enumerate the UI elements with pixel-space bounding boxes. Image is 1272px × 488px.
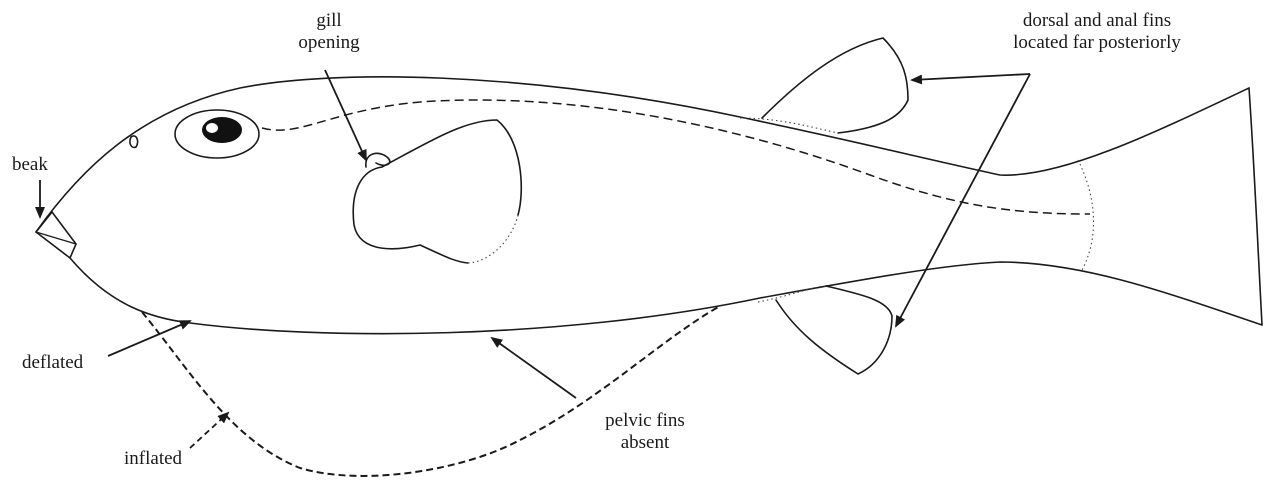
- label-dorsal-anal-fins: dorsal and anal fins located far posteri…: [962, 10, 1232, 54]
- label-inflated: inflated: [124, 448, 182, 470]
- label-gill-line2: opening: [289, 32, 369, 54]
- caudal-fin-base: [1078, 160, 1094, 270]
- label-beak: beak: [12, 154, 48, 176]
- dorsal-fin: [762, 38, 908, 133]
- inflated-leader: [190, 413, 228, 448]
- anal-fin: [776, 286, 892, 374]
- body-outline-top: [36, 77, 1249, 232]
- gill-opening: [366, 153, 390, 167]
- deflated-leader: [108, 321, 190, 356]
- anal-leader: [896, 74, 1030, 326]
- gill-leader: [325, 70, 366, 160]
- pectoral-fin: [353, 120, 521, 263]
- nostril: [130, 136, 138, 148]
- label-fins-line1: dorsal and anal fins: [962, 10, 1232, 32]
- label-pelvic-line1: pelvic fins: [590, 410, 700, 432]
- pelvic-leader: [492, 338, 576, 398]
- dorsal-leader: [912, 74, 1030, 80]
- label-fins-line2: located far posteriorly: [962, 32, 1232, 54]
- body-outline-bottom: [70, 258, 1262, 334]
- label-gill-line1: gill: [289, 10, 369, 32]
- label-pelvic-line2: absent: [590, 432, 700, 454]
- label-gill-opening: gill opening: [289, 10, 369, 54]
- label-deflated: deflated: [22, 352, 83, 374]
- beak-shape: [36, 212, 76, 258]
- caudal-fin-edge: [1249, 88, 1262, 325]
- eye-highlight: [206, 123, 218, 133]
- beak-line: [36, 232, 76, 244]
- pectoral-fin-base: [468, 215, 518, 263]
- label-pelvic-fins-absent: pelvic fins absent: [590, 410, 700, 454]
